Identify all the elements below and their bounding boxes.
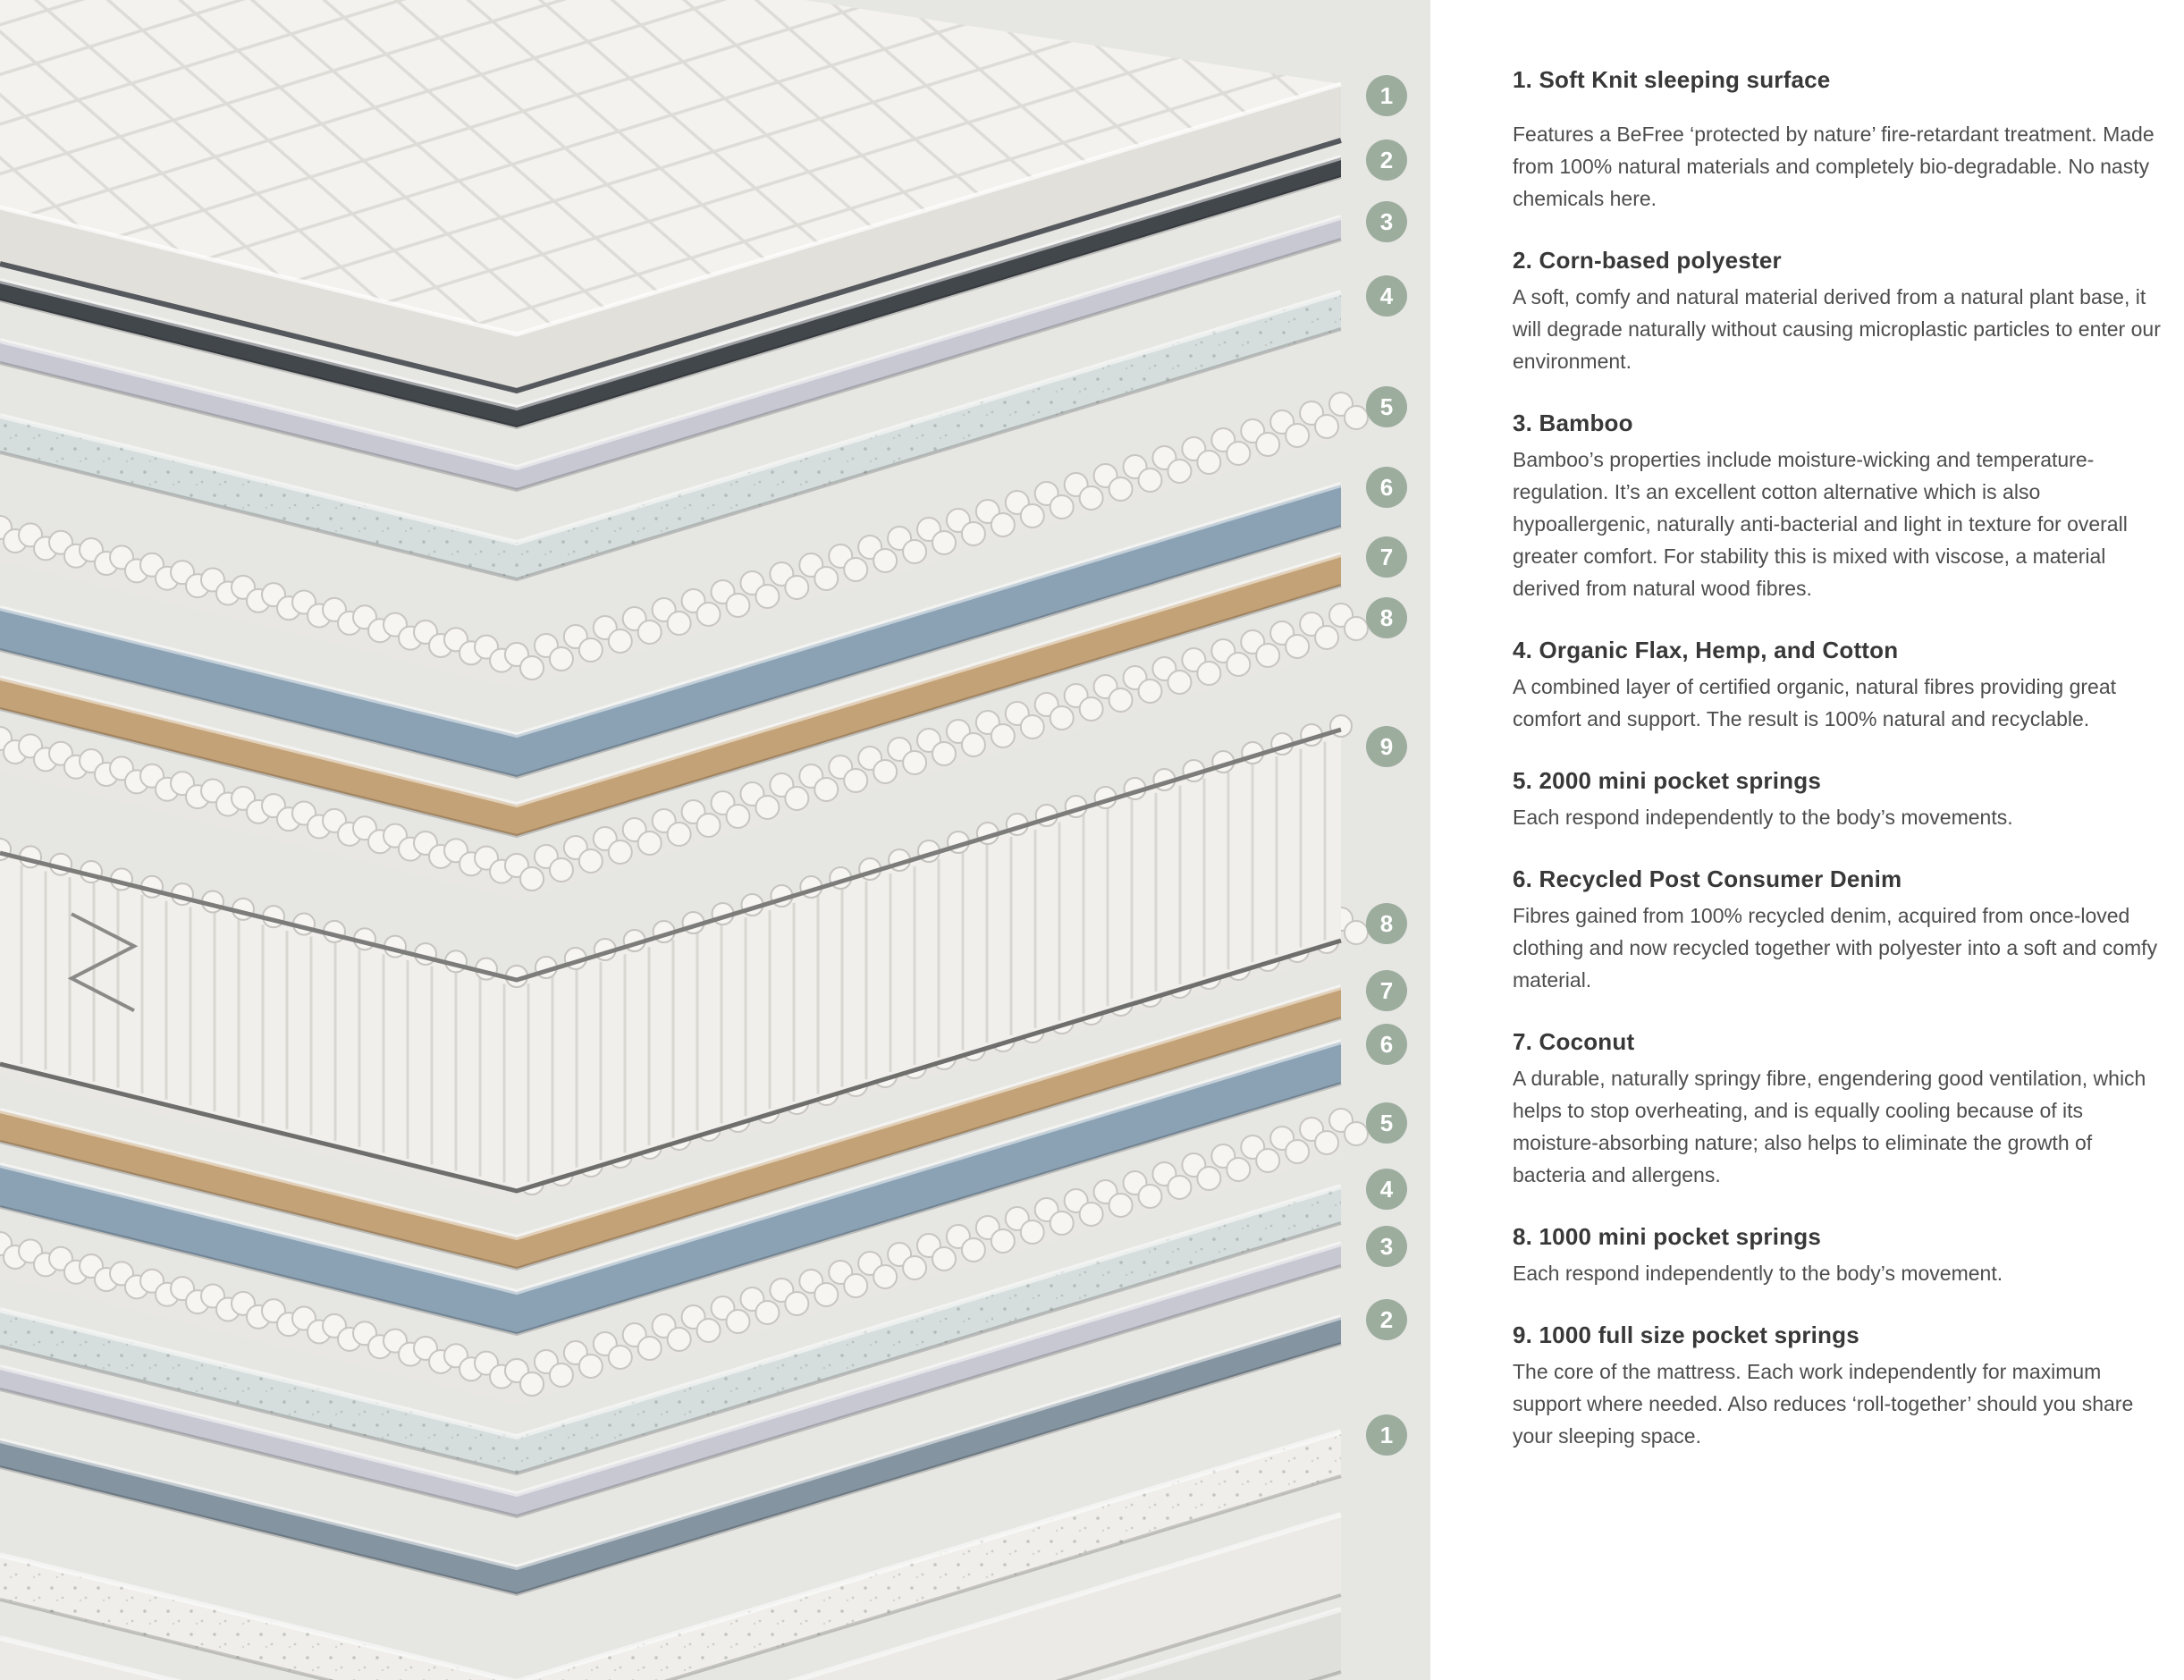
layer-badge-top-4: 4 bbox=[1366, 275, 1407, 317]
layer-section-9: 9. 1000 full size pocket springs The cor… bbox=[1513, 1320, 2166, 1452]
coconut-layer bbox=[0, 984, 1342, 1271]
section-body: Fibres gained from 100% recycled denim, … bbox=[1513, 904, 2158, 992]
layer-badge-bottom-7: 7 bbox=[1366, 970, 1407, 1011]
layer-section-4: 4. Organic Flax, Hemp, and Cotton A comb… bbox=[1513, 635, 2166, 735]
section-title: 8. 1000 mini pocket springs bbox=[1513, 1223, 1821, 1250]
corn-based-polyester-layer bbox=[0, 1314, 1342, 1597]
layer-badge-top-6: 6 bbox=[1366, 467, 1407, 508]
layer-badge-bottom-4: 4 bbox=[1366, 1169, 1407, 1210]
layer-badge-top-5: 5 bbox=[1366, 386, 1407, 427]
section-title: 7. Coconut bbox=[1513, 1028, 1635, 1055]
layer-badge-top-9: 9 bbox=[1366, 726, 1407, 767]
organic-flax-hemp-cotton-layer bbox=[0, 290, 1342, 582]
layer-section-6: 6. Recycled Post Consumer Denim Fibres g… bbox=[1513, 864, 2166, 996]
layer-section-7: 7. Coconut A durable, naturally springy … bbox=[1513, 1026, 2166, 1191]
section-body: Each respond independently to the body’s… bbox=[1513, 806, 2013, 829]
organic-flax-hemp-cotton-layer bbox=[0, 1184, 1342, 1476]
mini-pocket-springs-2000-layer bbox=[0, 1108, 1369, 1405]
layer-badge-top-3: 3 bbox=[1366, 201, 1407, 242]
recycled-post-consumer-denim-layer bbox=[0, 482, 1342, 780]
section-title: 9. 1000 full size pocket springs bbox=[1513, 1321, 1859, 1348]
layer-badge-top-7: 7 bbox=[1366, 536, 1407, 578]
layer-badge-bottom-6: 6 bbox=[1366, 1024, 1407, 1065]
layer-badge-bottom-1: 1 bbox=[1366, 1414, 1407, 1456]
layer-badge-bottom-8: 8 bbox=[1366, 903, 1407, 944]
section-body: A combined layer of certified organic, n… bbox=[1513, 675, 2117, 730]
section-title: 4. Organic Flax, Hemp, and Cotton bbox=[1513, 637, 1899, 663]
layer-badge-bottom-3: 3 bbox=[1366, 1226, 1407, 1267]
layer-descriptions-panel: 1. Soft Knit sleeping surface Features a… bbox=[1430, 0, 2184, 1680]
layer-section-3: 3. Bamboo Bamboo’s properties include mo… bbox=[1513, 408, 2166, 604]
layer-badge-top-1: 1 bbox=[1366, 75, 1407, 116]
bamboo-layer bbox=[0, 1241, 1342, 1519]
mattress-diagram-svg bbox=[0, 0, 1369, 1680]
layer-badge-bottom-5: 5 bbox=[1366, 1102, 1407, 1144]
section-title: 5. 2000 mini pocket springs bbox=[1513, 767, 1821, 794]
section-body: Features a BeFree ‘protected by nature’ … bbox=[1513, 122, 2154, 210]
section-title: 1. Soft Knit sleeping surface bbox=[1513, 66, 1831, 93]
layer-badge-top-2: 2 bbox=[1366, 139, 1407, 181]
section-body: A soft, comfy and natural material deriv… bbox=[1513, 285, 2161, 373]
layer-section-8: 8. 1000 mini pocket springs Each respond… bbox=[1513, 1221, 2166, 1289]
section-title: 3. Bamboo bbox=[1513, 409, 1633, 436]
soft-knit-sleeping-surface-layer bbox=[0, 1429, 1342, 1680]
full-size-pocket-springs-1000-layer bbox=[0, 714, 1353, 1194]
corn-based-polyester-layer bbox=[0, 155, 1342, 430]
coconut-layer bbox=[0, 552, 1342, 839]
section-body: Each respond independently to the body’s… bbox=[1513, 1262, 2003, 1285]
soft-knit-sleeping-surface-layer bbox=[0, 0, 1342, 394]
bamboo-layer bbox=[0, 215, 1342, 493]
mattress-base-layer bbox=[0, 1512, 1342, 1680]
layer-badge-bottom-2: 2 bbox=[1366, 1299, 1407, 1340]
mattress-exploded-diagram bbox=[0, 0, 1369, 1680]
section-body: Bamboo’s properties include moisture-wic… bbox=[1513, 448, 2128, 600]
section-body: The core of the mattress. Each work inde… bbox=[1513, 1360, 2134, 1448]
layer-section-2: 2. Corn-based polyester A soft, comfy an… bbox=[1513, 245, 2166, 377]
mini-pocket-springs-2000-layer bbox=[0, 392, 1369, 688]
layer-section-1: 1. Soft Knit sleeping surface Features a… bbox=[1513, 64, 2166, 215]
section-title: 6. Recycled Post Consumer Denim bbox=[1513, 865, 1902, 892]
recycled-post-consumer-denim-layer bbox=[0, 1039, 1342, 1337]
section-body: A durable, naturally springy fibre, enge… bbox=[1513, 1067, 2146, 1186]
section-title: 2. Corn-based polyester bbox=[1513, 247, 1782, 274]
mattress-base-layer bbox=[1099, 1607, 1342, 1680]
layer-badge-top-8: 8 bbox=[1366, 597, 1407, 638]
layer-section-5: 5. 2000 mini pocket springs Each respond… bbox=[1513, 765, 2166, 833]
mini-pocket-springs-1000-layer bbox=[0, 603, 1369, 899]
